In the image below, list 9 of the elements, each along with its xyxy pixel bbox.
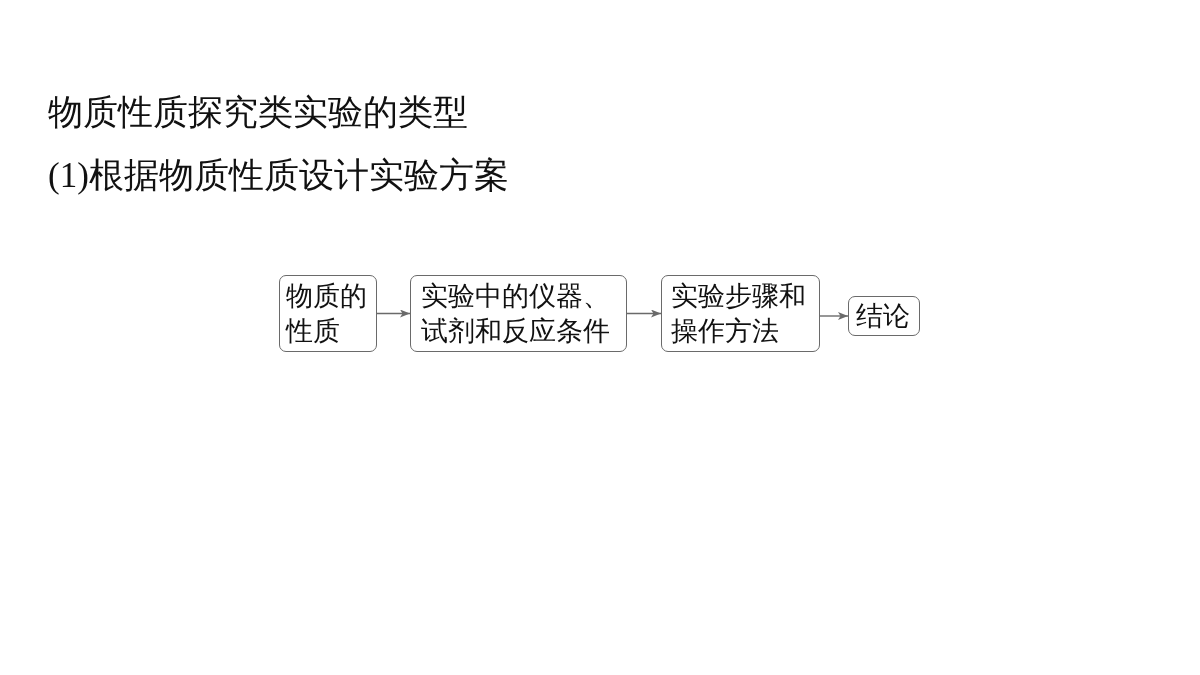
title: 物质性质探究类实验的类型 — [48, 92, 468, 134]
process-box: 物质的性质 — [279, 275, 377, 352]
process-box: 结论 — [848, 296, 920, 336]
subheading: (1)根据物质性质设计实验方案 — [48, 155, 509, 197]
process-box: 实验中的仪器、试剂和反应条件 — [410, 275, 627, 352]
process-box: 实验步骤和操作方法 — [661, 275, 820, 352]
arrow — [819, 312, 849, 320]
arrow — [626, 309, 662, 318]
arrow — [376, 309, 411, 318]
